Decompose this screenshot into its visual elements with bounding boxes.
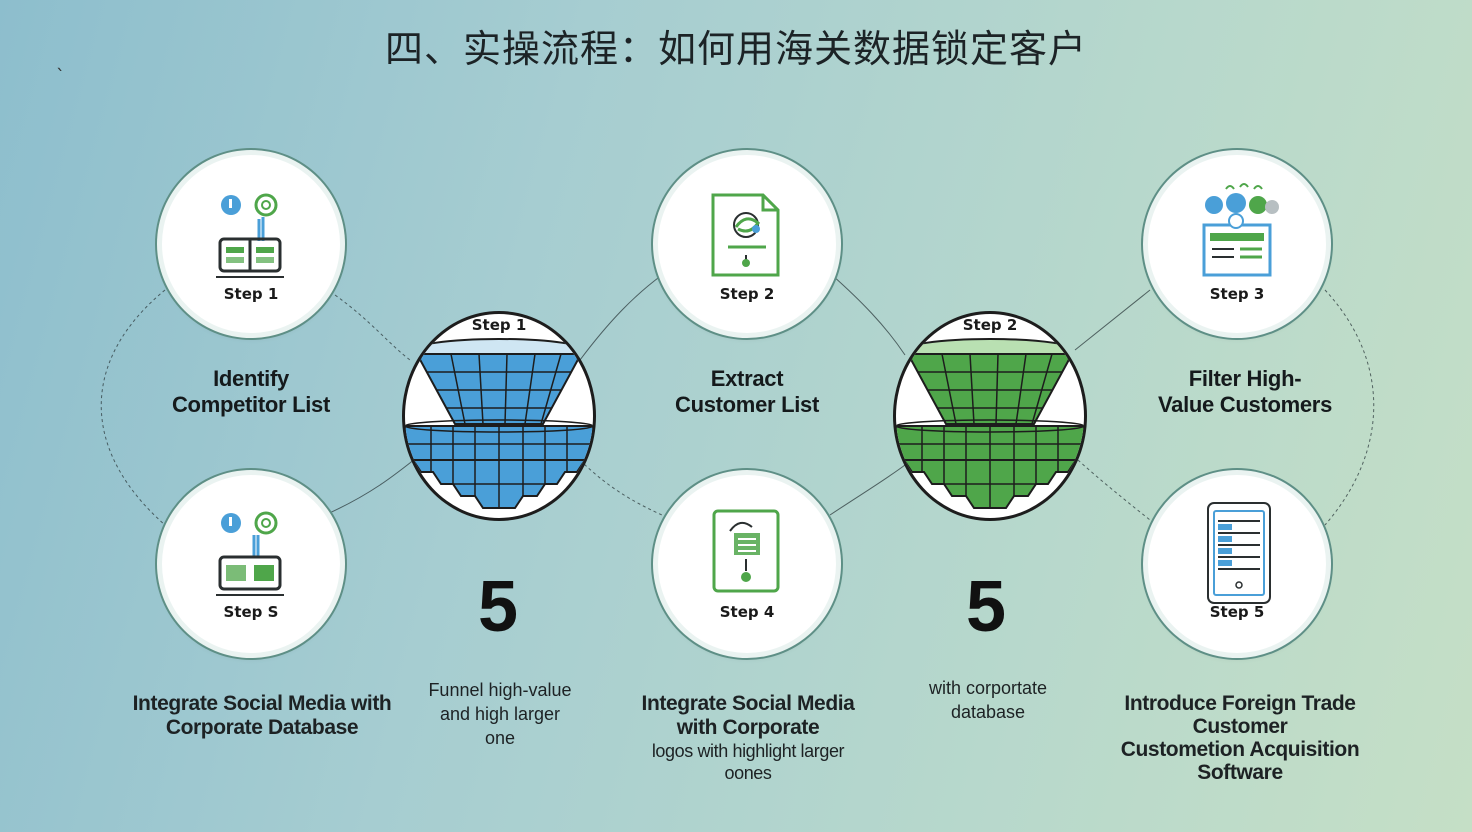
stray-mark: ` (56, 66, 65, 87)
step-s-circle: Step S (162, 475, 340, 653)
step-1-label: Step 1 (223, 285, 279, 303)
competitor-list-icon (216, 193, 284, 278)
funnel-1-label: Step 1 (471, 316, 527, 334)
heading-line: Identify (213, 366, 289, 391)
caption-line: Integrate Social Media with (132, 692, 392, 715)
heading-filter-high-value: Filter High- Value Customers (1126, 366, 1364, 418)
caption-sub-line: logos with highlight larger (651, 741, 845, 761)
corporate-logo-icon (712, 509, 780, 593)
caption-social-database: Integrate Social Media with Corporate Da… (112, 692, 412, 740)
software-device-icon (1207, 502, 1271, 604)
caption-corporate: Integrate Social Media with Corporate lo… (606, 692, 890, 784)
number-5-right: 5 (965, 567, 1007, 647)
heading-line: Competitor List (171, 392, 331, 417)
step-4-label: Step 4 (719, 603, 775, 621)
blue-funnel-icon (405, 338, 593, 509)
funnel-2-label: Step 2 (962, 316, 1018, 334)
caption-funnel-note: Funnel high-value and high larger one (410, 678, 590, 750)
step-2-label: Step 2 (719, 285, 775, 303)
number-5-left: 5 (477, 567, 519, 647)
step-5-label: Step 5 (1209, 603, 1265, 621)
caption-software: Introduce Foreign Trade Customer Custome… (1100, 692, 1380, 784)
high-value-dashboard-icon (1202, 183, 1279, 277)
caption-line: Introduce Foreign Trade (1124, 692, 1356, 715)
customer-document-icon (711, 193, 780, 277)
caption-line: Funnel high-value (428, 680, 572, 700)
step-4-circle: Step 4 (658, 475, 836, 653)
caption-line: one (484, 728, 516, 748)
caption-line: Integrate Social Media (641, 692, 855, 715)
caption-sub-line: oones (724, 763, 772, 783)
caption-line: and high larger (439, 704, 561, 724)
page-title: 四、实操流程：如何用海关数据锁定客户 (384, 27, 1087, 71)
heading-identify-competitor-list: Identify Competitor List (140, 366, 362, 418)
step-1-circle: Step 1 (162, 155, 340, 333)
caption-line: Custometion Acquisition (1120, 738, 1360, 761)
heading-line: Extract (710, 366, 784, 391)
caption-line: database (950, 702, 1026, 722)
step-5-circle: Step 5 (1148, 475, 1326, 653)
green-funnel-icon (896, 338, 1084, 509)
caption-line: with corportate (928, 678, 1048, 698)
step-3-label: Step 3 (1209, 285, 1265, 303)
funnel-step-2: Step 2 (893, 311, 1087, 521)
step-3-circle: Step 3 (1148, 155, 1326, 333)
caption-line: Customer (1192, 715, 1288, 738)
funnel-step-1: Step 1 (402, 311, 596, 521)
heading-line: Customer List (674, 392, 819, 417)
social-database-icon (216, 511, 284, 596)
caption-corporate-database: with corportate database (900, 676, 1076, 724)
heading-extract-customer-list: Extract Customer List (636, 366, 858, 418)
step-s-label: Step S (223, 603, 279, 621)
caption-line: Corporate Database (165, 716, 359, 739)
caption-line: with Corporate (676, 716, 820, 739)
step-2-circle: Step 2 (658, 155, 836, 333)
heading-line: Filter High- (1188, 366, 1302, 391)
caption-line: Software (1197, 761, 1283, 784)
heading-line: Value Customers (1157, 392, 1332, 417)
